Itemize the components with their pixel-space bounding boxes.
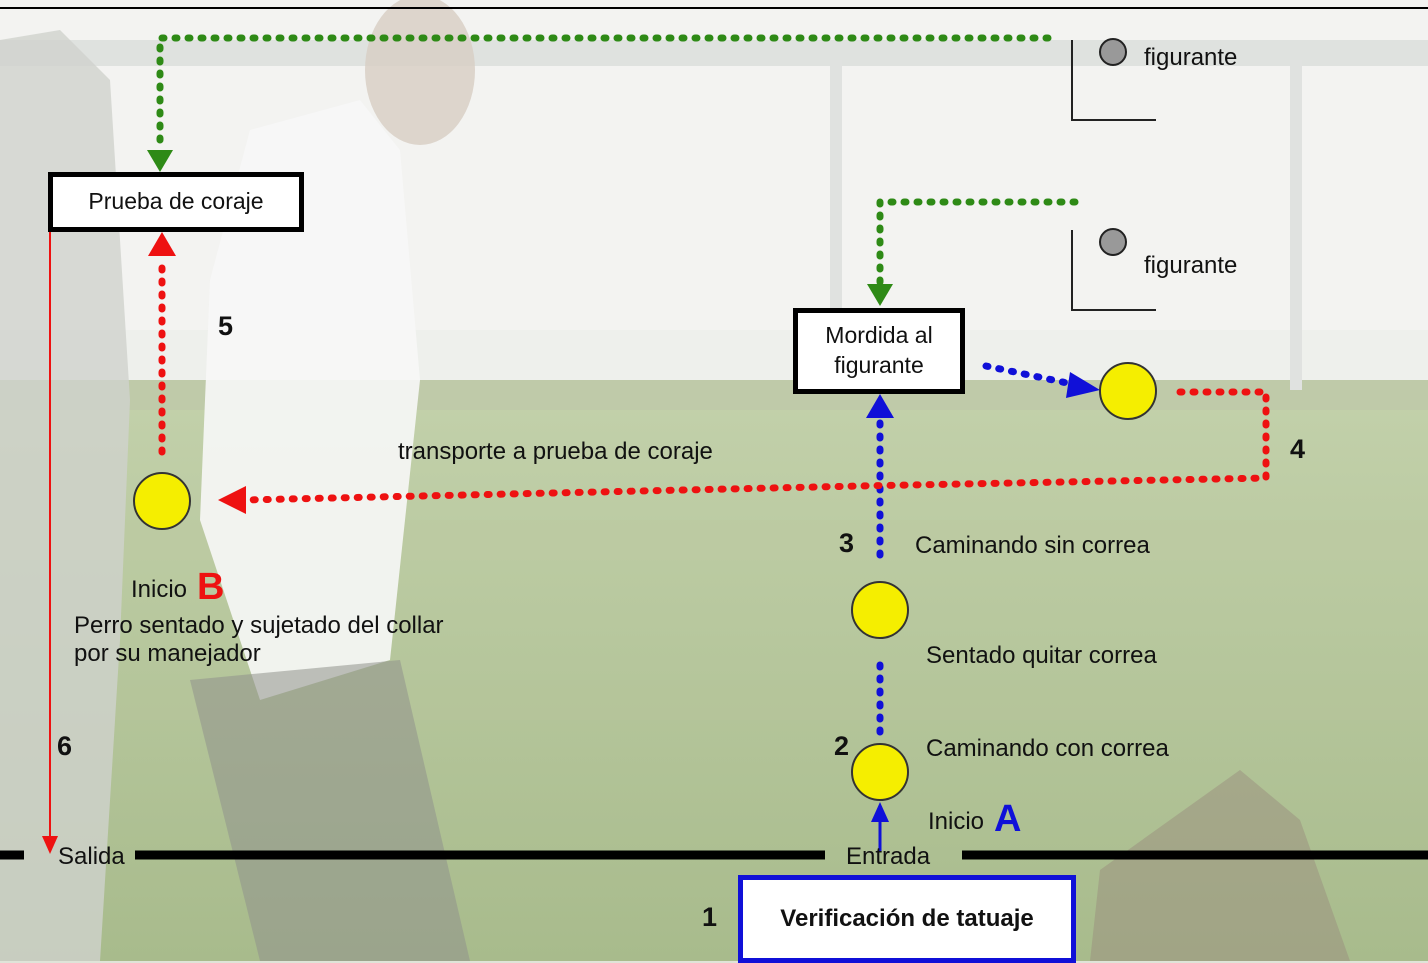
- inicio-b-label: Inicio B: [131, 566, 224, 610]
- sentado-quitar-correa-label: Sentado quitar correa: [926, 642, 1157, 669]
- figurante-circle-top: [1099, 38, 1127, 66]
- mordida-label-line2: figurante: [834, 352, 924, 378]
- red-path-transport: [241, 388, 1270, 504]
- verificacion-label: Verificación de tatuaje: [780, 905, 1034, 933]
- position-circle-start-b: [133, 472, 191, 530]
- salida-label: Salida: [58, 843, 125, 870]
- red-arrow-exit: [42, 836, 58, 854]
- inicio-a-label: Inicio A: [928, 798, 1021, 842]
- mordida-label-line1: Mordida al: [825, 322, 933, 349]
- transporte-label: transporte a prueba de coraje: [398, 438, 713, 465]
- green-path-mid: [876, 198, 1079, 289]
- caminando-con-correa-label: Caminando con correa: [926, 735, 1169, 762]
- inicio-b-text: Inicio: [131, 576, 188, 603]
- perro-sentado-label: Perro sentado y sujetado del collar por …: [74, 612, 444, 667]
- blue-arrow-entry: [871, 802, 889, 822]
- position-circle-right: [1099, 362, 1157, 420]
- green-arrow-top: [147, 150, 173, 172]
- figurante-label-top: figurante: [1144, 44, 1238, 71]
- figurante-corner-top: [1071, 40, 1156, 121]
- green-arrow-mid: [867, 284, 893, 306]
- mordida-box: Mordida al figurante: [793, 308, 965, 394]
- red-arrow-up: [148, 232, 176, 256]
- position-circle-start-a: [851, 743, 909, 801]
- caminando-sin-correa-label: Caminando sin correa: [915, 532, 1150, 559]
- inicio-a-text: Inicio: [928, 808, 985, 835]
- step-number-1: 1: [702, 902, 718, 932]
- blue-path-diagonal: [982, 362, 1076, 388]
- figurante-corner-mid: [1071, 230, 1156, 311]
- step-number-3: 3: [839, 528, 855, 558]
- figurante-label-mid: figurante: [1144, 252, 1238, 279]
- green-path-top: [156, 34, 1052, 154]
- perro-sentado-line2: por su manejador: [74, 639, 261, 667]
- perro-sentado-line1: Perro sentado y sujetado del collar: [74, 612, 444, 639]
- verificacion-box: Verificación de tatuaje: [738, 875, 1076, 963]
- figurante-circle-mid: [1099, 228, 1127, 256]
- entrada-label: Entrada: [846, 843, 931, 870]
- prueba-de-coraje-label: Prueba de coraje: [88, 188, 264, 215]
- red-arrow-left: [218, 486, 246, 514]
- letter-b: B: [197, 566, 225, 608]
- prueba-de-coraje-box: Prueba de coraje: [48, 172, 304, 232]
- letter-a: A: [994, 798, 1022, 840]
- step-number-4: 4: [1290, 434, 1306, 464]
- step-number-2: 2: [834, 731, 850, 761]
- blue-arrow-right: [1066, 372, 1100, 398]
- step-number-5: 5: [218, 311, 234, 341]
- step-number-6: 6: [57, 731, 73, 761]
- blue-arrow-up: [866, 394, 894, 418]
- position-circle-sentado: [851, 581, 909, 639]
